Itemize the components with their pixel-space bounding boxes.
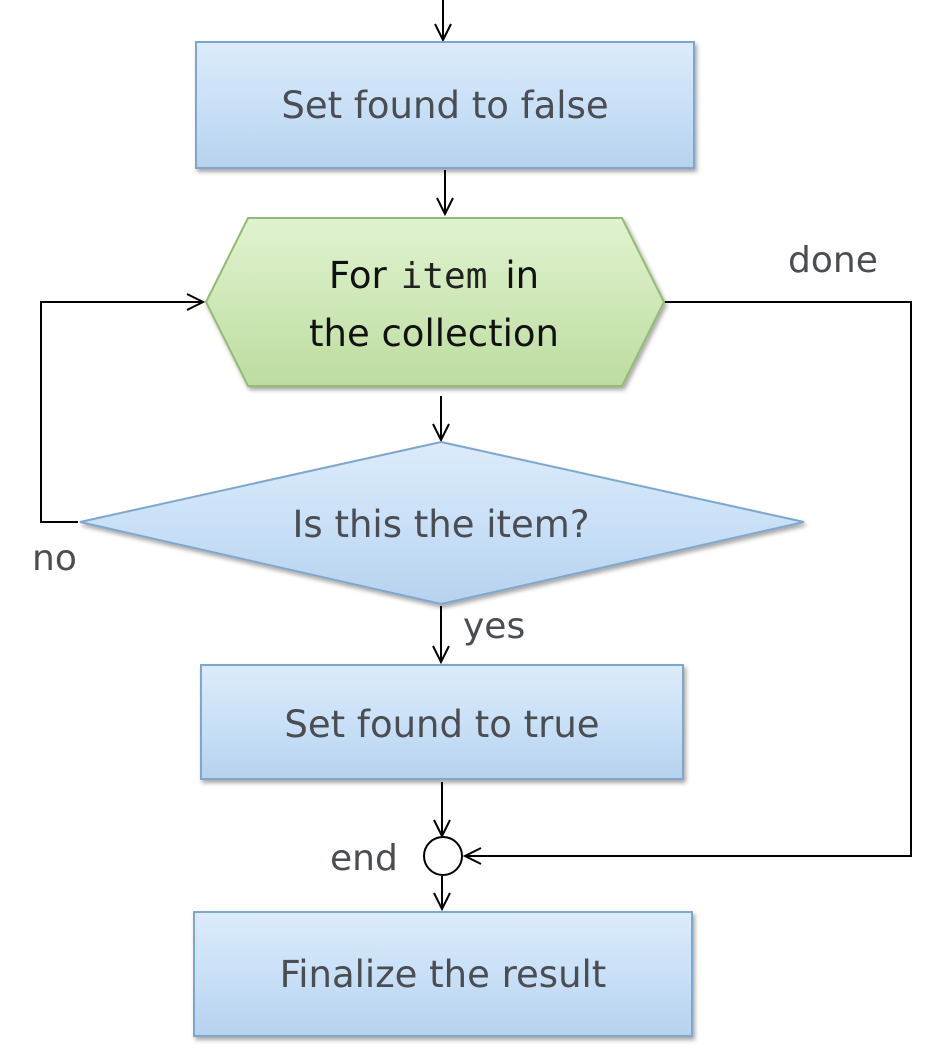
finalize-node: Finalize the result	[193, 911, 693, 1037]
no-label: no	[32, 538, 77, 579]
done-branch-connector	[465, 301, 912, 856]
connectors	[40, 0, 912, 909]
decision-node: Is this the item?	[79, 440, 805, 606]
decision-label: Is this the item?	[293, 503, 590, 546]
set-true-node: Set found to true	[200, 664, 684, 780]
loop-prefix: For	[329, 254, 388, 297]
init-label: Set found to false	[281, 84, 608, 127]
finalize-label: Finalize the result	[280, 953, 607, 996]
init-node: Set found to false	[195, 41, 695, 169]
loop-label-line2: the collection	[309, 312, 559, 355]
loop-label-line1: For item in	[329, 254, 539, 297]
loop-node: For item in the collection	[204, 217, 666, 387]
end-label: end	[330, 838, 398, 879]
set-true-label: Set found to true	[284, 703, 599, 746]
yes-label: yes	[463, 606, 525, 647]
loop-suffix: in	[505, 254, 539, 297]
end-junction	[423, 836, 463, 876]
no-branch-connector	[40, 302, 203, 523]
done-label: done	[788, 240, 878, 281]
loop-code: item	[401, 256, 488, 297]
